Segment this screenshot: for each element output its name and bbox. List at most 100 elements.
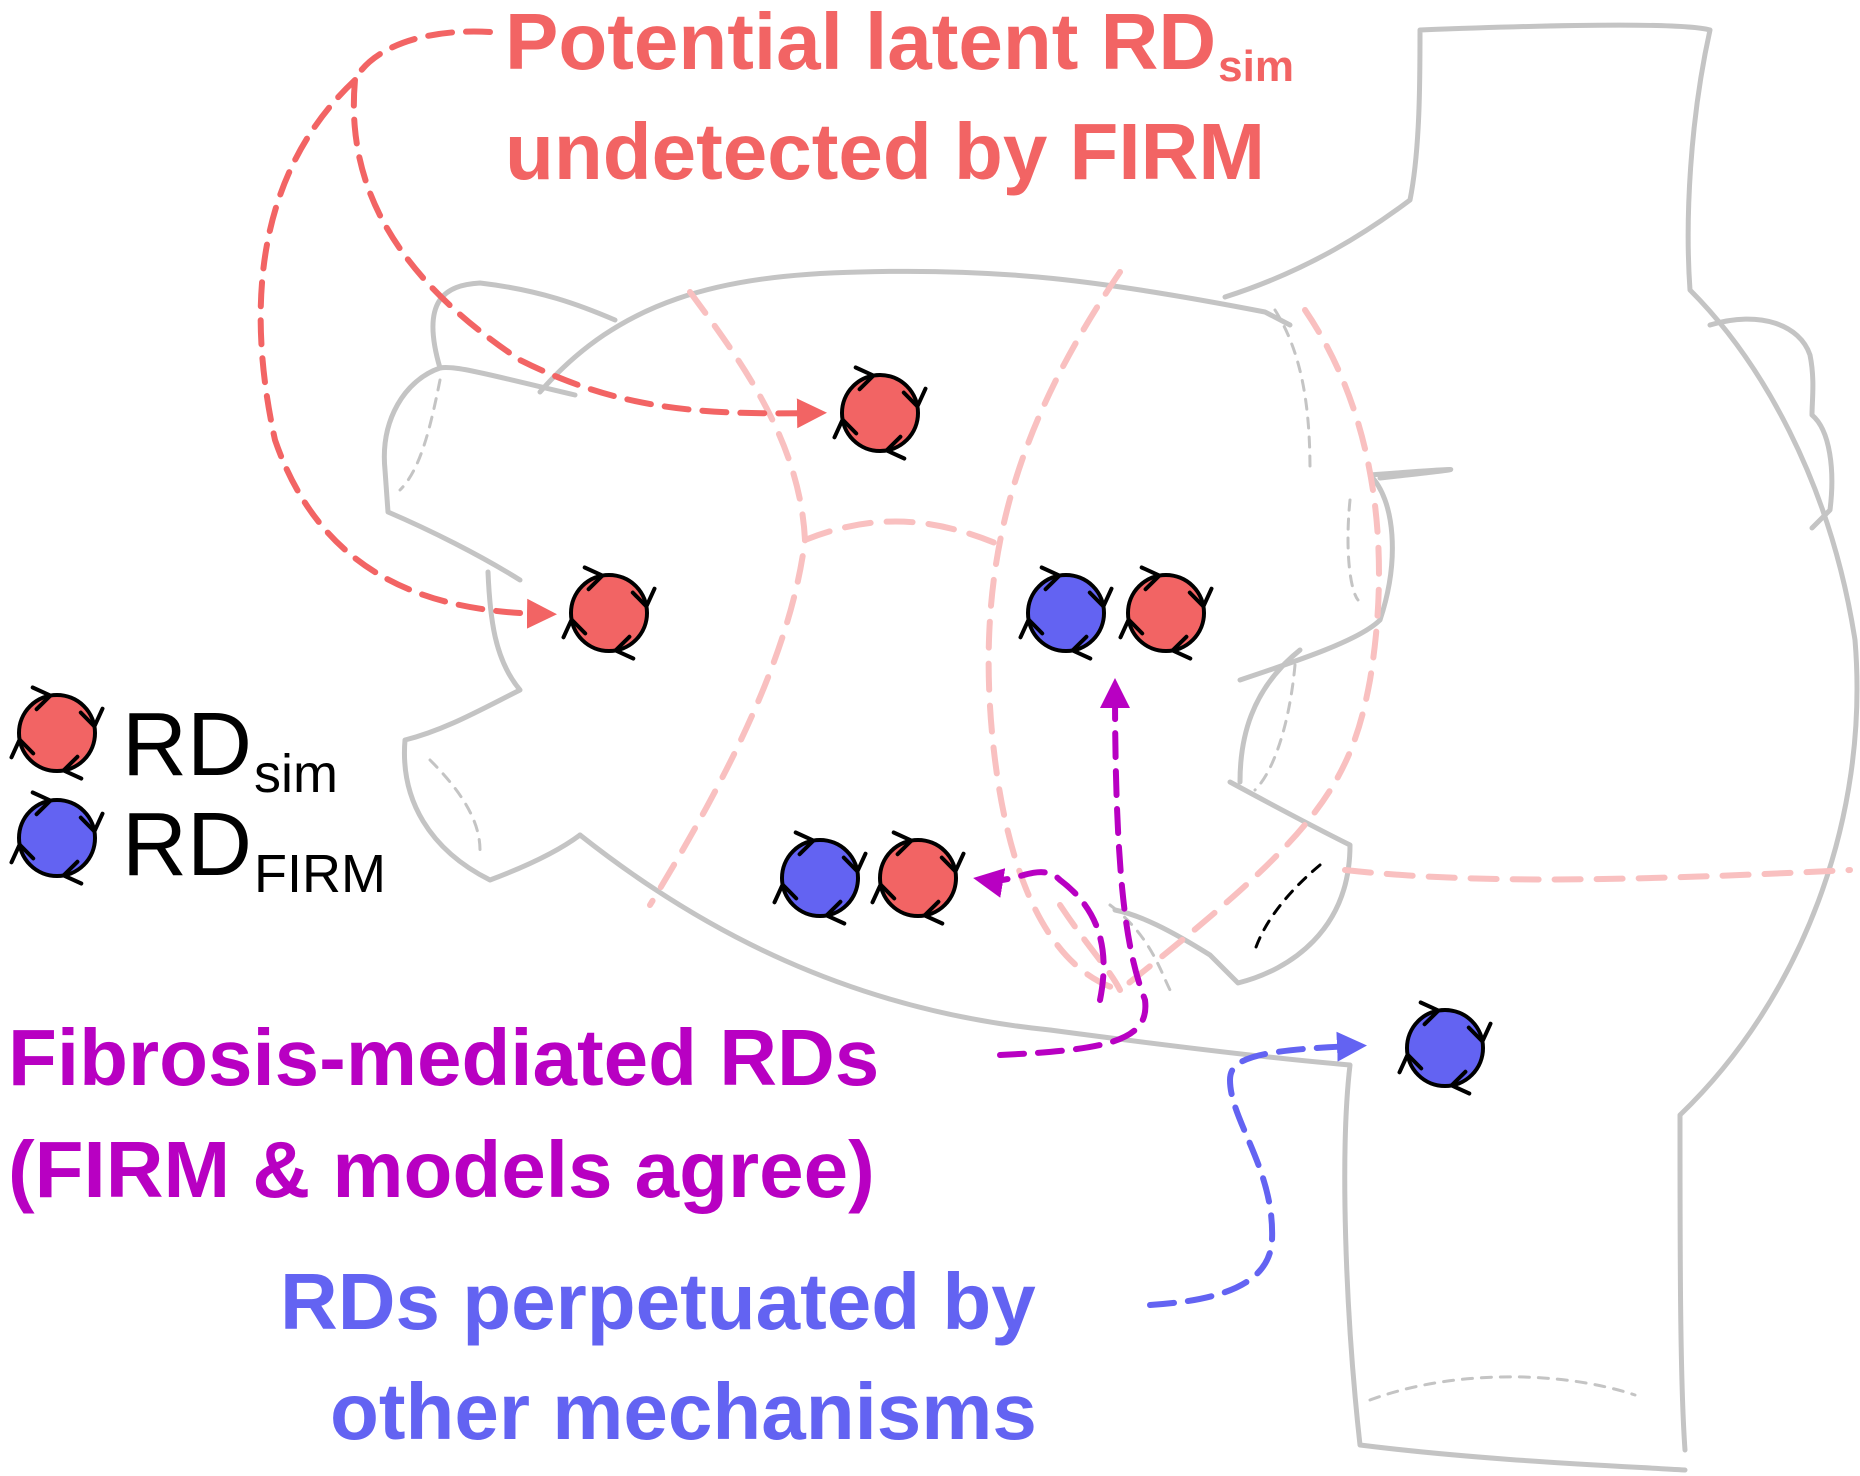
right-atrium-outline (1222, 22, 1860, 1453)
rotor-arrowhead-icon (922, 899, 945, 926)
la-bottom-outline (577, 832, 1053, 1033)
rotor-circle (1026, 573, 1106, 653)
rotor-circle (878, 838, 958, 918)
rotor-sim-upper (832, 365, 928, 461)
rotor-arrowhead-icon (884, 434, 907, 461)
other-label-line1: RDs perpetuated by (280, 1257, 1036, 1346)
right-appendage-outline (1707, 316, 1835, 531)
rotor-arrowhead-icon (772, 882, 799, 905)
faint-region-1 (647, 289, 809, 908)
rotor-arrowhead-icon (939, 851, 966, 874)
sim-callout-arrows (257, 28, 827, 629)
legend-firm-main: RD (122, 795, 252, 895)
rotor-circle (780, 838, 860, 918)
fibrosis-label-line2: (FIRM & models agree) (8, 1125, 875, 1214)
lower-left-vein-outline (401, 569, 583, 883)
fibrosis-callout-arrows (973, 678, 1149, 1058)
rotor-arrowhead-icon (1070, 634, 1093, 661)
legend-rotor-sim (9, 685, 105, 781)
legend-sim-label: RDsim (122, 700, 338, 801)
rotor-arrowhead-icon (30, 685, 53, 712)
rotor-arrowhead-icon (901, 386, 928, 409)
rotor-arrowhead-icon (1449, 1069, 1472, 1096)
faint-region-2 (802, 518, 1003, 548)
vein-detail-3 (1346, 498, 1360, 602)
rotor-arrowhead-icon (9, 737, 36, 760)
rotor-firm-lower (772, 830, 868, 926)
vein-detail-7 (1108, 903, 1172, 992)
rotor-arrowhead-icon (1418, 1000, 1441, 1027)
fibrosis-arrow-up (997, 678, 1149, 1058)
legend-firm-label: RDFIRM (122, 800, 386, 901)
faint-region-4 (1117, 307, 1382, 993)
legend-sim-main: RD (122, 695, 252, 795)
rotor-sim-lower (870, 830, 966, 926)
ivc-outline (1047, 1027, 1688, 1473)
vein-detail-5 (1273, 308, 1312, 472)
faint-region-5 (1342, 867, 1853, 883)
rotor-firm-right (1397, 1000, 1493, 1096)
rotor-arrowhead-icon (1170, 634, 1193, 661)
rotor-arrowhead-icon (870, 882, 897, 905)
other-arrow-main (1147, 1031, 1367, 1308)
rotor-arrowhead-icon (793, 830, 816, 857)
rotor-arrowhead-icon (582, 565, 605, 592)
rotor-sim-left (561, 565, 657, 661)
legend-rotor-firm (9, 790, 105, 886)
rotor-sim-mid (1118, 565, 1214, 661)
rotor-arrowhead-icon (30, 790, 53, 817)
fibrosis-label-line1: Fibrosis-mediated RDs (8, 1013, 880, 1102)
rotor-arrowhead-icon (9, 842, 36, 865)
vein-detail-1 (398, 378, 442, 492)
rotor-arrowhead-icon (832, 417, 859, 440)
rotor-circle (840, 373, 920, 453)
septum-outline (1237, 647, 1303, 785)
fibrosis-arrow-left (973, 868, 1107, 1003)
left-atrium-outline (537, 268, 1454, 986)
rotor-arrowhead-icon (1397, 1052, 1424, 1075)
rotor-circle (1405, 1008, 1485, 1088)
atrial-outline (381, 22, 1860, 1473)
rotor-circle (1126, 573, 1206, 653)
other-label-line2: other mechanisms (330, 1367, 1037, 1456)
sim-arrow-top (350, 28, 827, 429)
other-callout-arrows-clean (1147, 1031, 1367, 1308)
rotor-arrowhead-icon (1039, 565, 1062, 592)
rotor-arrowhead-icon (1187, 586, 1214, 609)
latent-label-line1: Potential latent RDsim (505, 2, 1294, 89)
latent-label-main: Potential latent RD (505, 0, 1217, 86)
legend-firm-sub: FIRM (254, 844, 386, 905)
rotor-arrowhead-icon (61, 859, 84, 886)
rotor-arrowhead-icon (630, 586, 657, 609)
faint-region-6 (1057, 902, 1123, 993)
vein-detail-6 (1368, 1375, 1637, 1402)
rotor-arrowhead-icon (61, 754, 84, 781)
rotor-arrowhead-icon (1018, 617, 1045, 640)
rotor-arrowhead-icon (613, 634, 636, 661)
faint-region-3 (985, 269, 1123, 993)
rotor-arrowhead-icon (841, 851, 868, 874)
latent-label-subscript: sim (1218, 42, 1294, 92)
rotor-group (9, 365, 1493, 1096)
left-appendage-outline (381, 280, 618, 583)
rotor-arrowhead-icon (78, 706, 105, 729)
vein-detail-8 (1253, 863, 1322, 952)
sim-arrow-left (257, 77, 557, 629)
vein-detail-2 (428, 758, 482, 852)
rotor-circle (17, 798, 97, 878)
rotor-arrowhead-icon (1118, 617, 1145, 640)
rotor-circle (569, 573, 649, 653)
rotor-circle (17, 693, 97, 773)
rotor-firm-mid (1018, 565, 1114, 661)
rotor-arrowhead-icon (891, 830, 914, 857)
faint-region-lines (647, 269, 1853, 993)
latent-label-line2: undetected by FIRM (505, 107, 1266, 196)
rotor-arrowhead-icon (824, 899, 847, 926)
rotor-arrowhead-icon (561, 617, 588, 640)
rotor-arrowhead-icon (78, 811, 105, 834)
rotor-arrowhead-icon (1466, 1021, 1493, 1044)
vein-detail-4 (1253, 663, 1297, 792)
rotor-arrowhead-icon (1139, 565, 1162, 592)
